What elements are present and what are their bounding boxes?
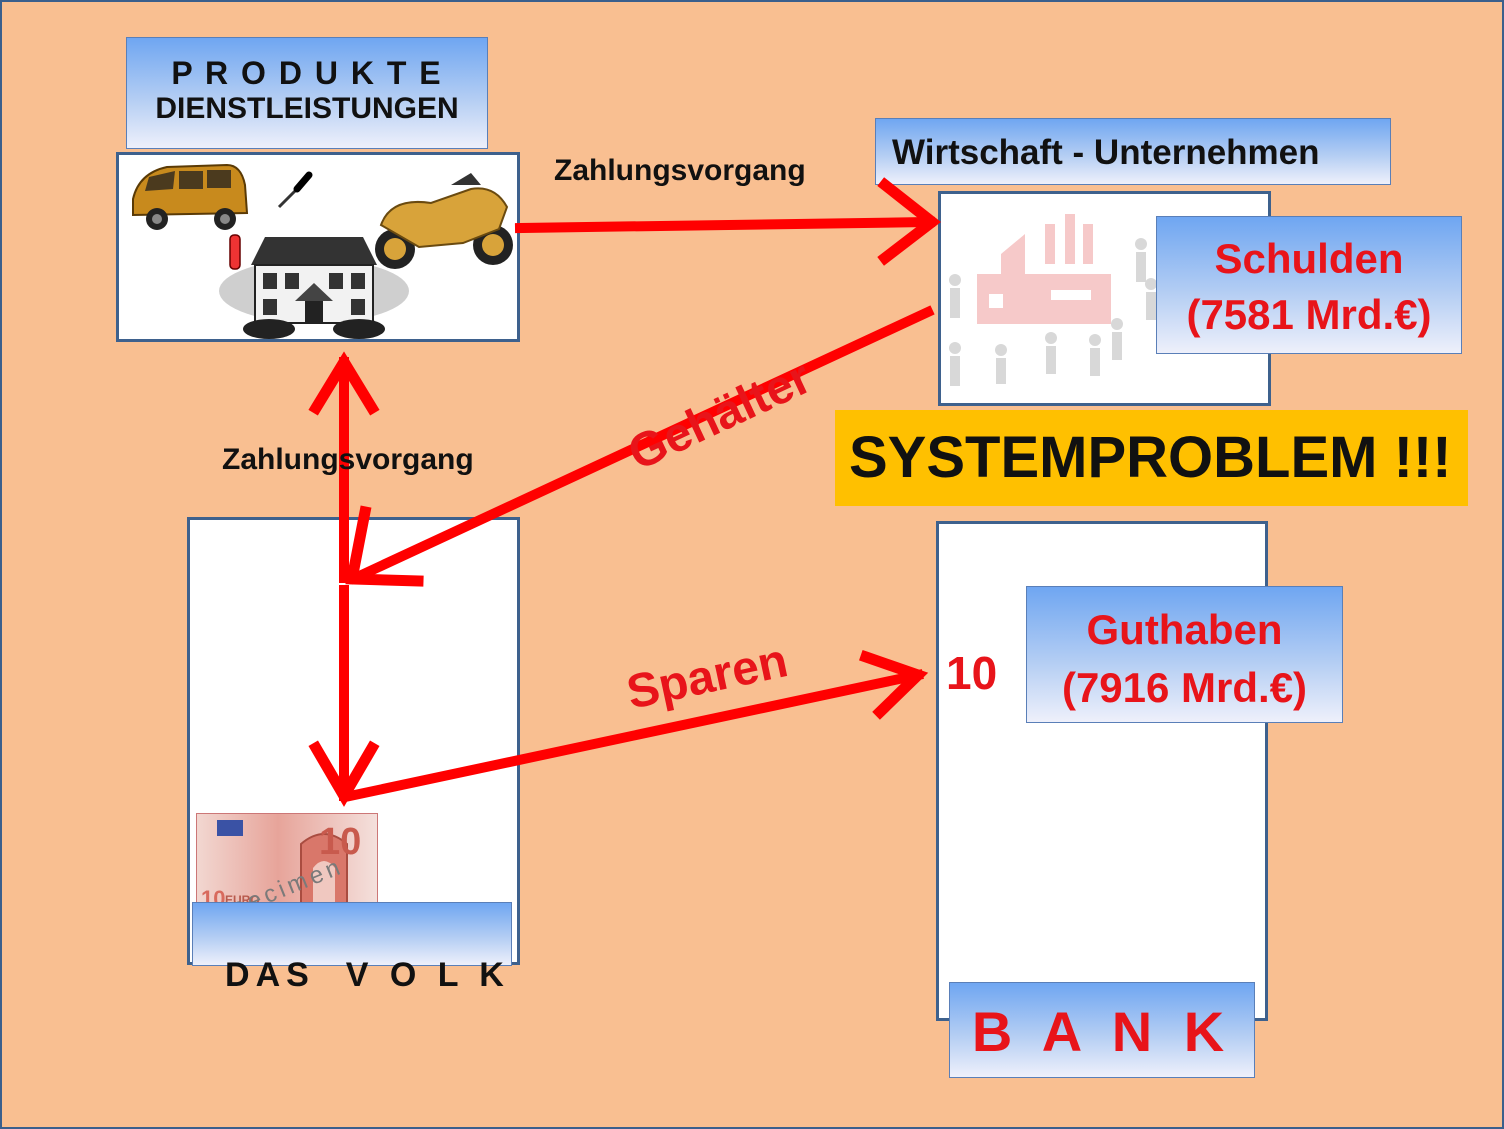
system-problem-banner: SYSTEMPROBLEM !!! — [835, 410, 1468, 506]
people-label-text: DAS V O L K — [225, 956, 510, 994]
factory-icon — [949, 214, 1157, 386]
van-icon — [132, 163, 249, 230]
debts-label: Schulden (7581 Mrd.€) — [1156, 216, 1462, 354]
bank-label-text: B A N K — [971, 1000, 1233, 1063]
payment-label-top: Zahlungsvorgang — [554, 154, 806, 187]
payment-label-left: Zahlungsvorgang — [222, 443, 474, 476]
bank-amount: 10 — [946, 647, 998, 699]
economy-label-text: Wirtschaft - Unternehmen — [892, 133, 1320, 172]
debts-label-line1: Schulden — [1214, 235, 1404, 282]
products-illustration — [132, 163, 513, 339]
products-label-line1: P R O D U K T E — [171, 55, 443, 91]
people-label: DAS V O L K — [192, 902, 512, 994]
products-label: P R O D U K T E DIENSTLEISTUNGEN — [126, 37, 488, 149]
products-label-line2: DIENSTLEISTUNGEN — [155, 92, 459, 125]
credit-label-line1: Guthaben — [1086, 606, 1283, 653]
debts-label-line2: (7581 Mrd.€) — [1186, 291, 1432, 338]
motorcycle-icon — [375, 173, 513, 269]
bank-label: B A N K — [949, 982, 1255, 1078]
banknote-value: 10 — [319, 821, 361, 863]
products-box — [116, 152, 520, 342]
credit-label-line2: (7916 Mrd.€) — [1061, 664, 1308, 711]
credit-label: Guthaben (7916 Mrd.€) — [1026, 586, 1343, 723]
screwdriver-icon — [277, 171, 313, 209]
euro-banknote-icon: 10 10 EURO specimen — [196, 813, 378, 928]
economy-label: Wirtschaft - Unternehmen — [875, 118, 1391, 185]
system-problem-text: SYSTEMPROBLEM !!! — [849, 425, 1452, 490]
